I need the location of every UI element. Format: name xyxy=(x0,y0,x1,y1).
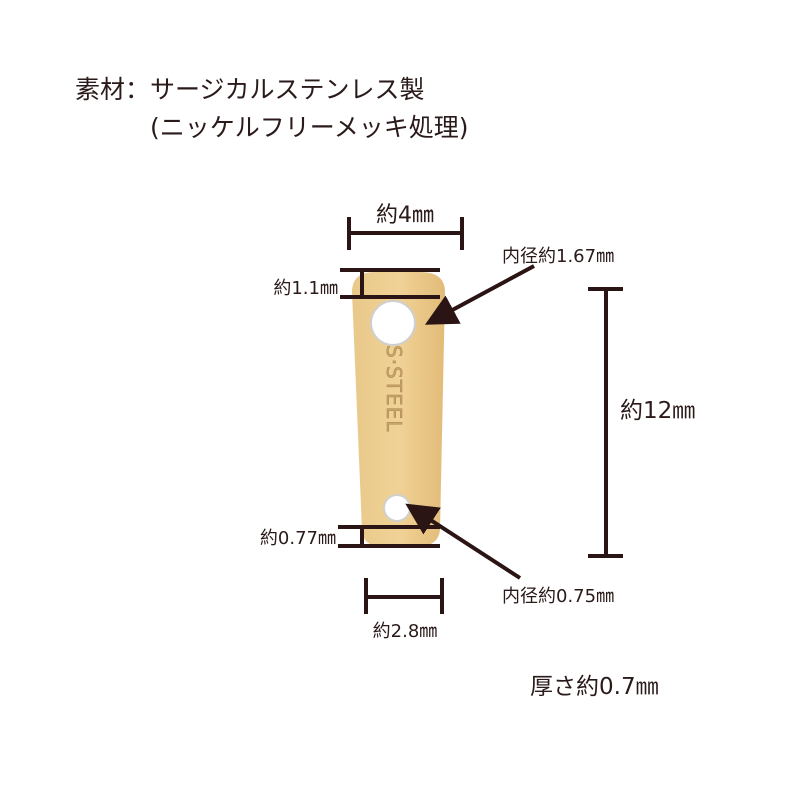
bottom-margin-label: 約0.77㎜ xyxy=(260,528,336,549)
width-top-label: 約4㎜ xyxy=(376,203,434,228)
width-top-dimension xyxy=(347,217,464,250)
large-hole-label: 内径約1.67㎜ xyxy=(502,246,614,267)
plating-text: (ニッケルフリーメッキ処理) xyxy=(150,113,469,142)
thickness-label: 厚さ約0.7㎜ xyxy=(530,674,659,700)
small-hole-arrow xyxy=(405,503,522,580)
steel-tab: S·STEEL xyxy=(352,272,445,546)
large-hole xyxy=(370,300,416,346)
width-bottom-dimension xyxy=(364,578,444,614)
material-text: 素材：サージカルステンレス製 xyxy=(75,75,425,104)
length-label: 約12㎜ xyxy=(620,398,695,424)
large-hole-arrow xyxy=(424,264,535,325)
top-margin-dimension xyxy=(340,268,440,299)
engraving-text: S·STEEL xyxy=(382,345,406,432)
small-hole-label: 内径約0.75㎜ xyxy=(502,586,614,607)
length-dimension xyxy=(588,287,623,558)
width-bottom-label: 約2.8㎜ xyxy=(373,621,438,642)
top-margin-label: 約1.1㎜ xyxy=(273,278,338,299)
small-hole xyxy=(383,494,411,522)
